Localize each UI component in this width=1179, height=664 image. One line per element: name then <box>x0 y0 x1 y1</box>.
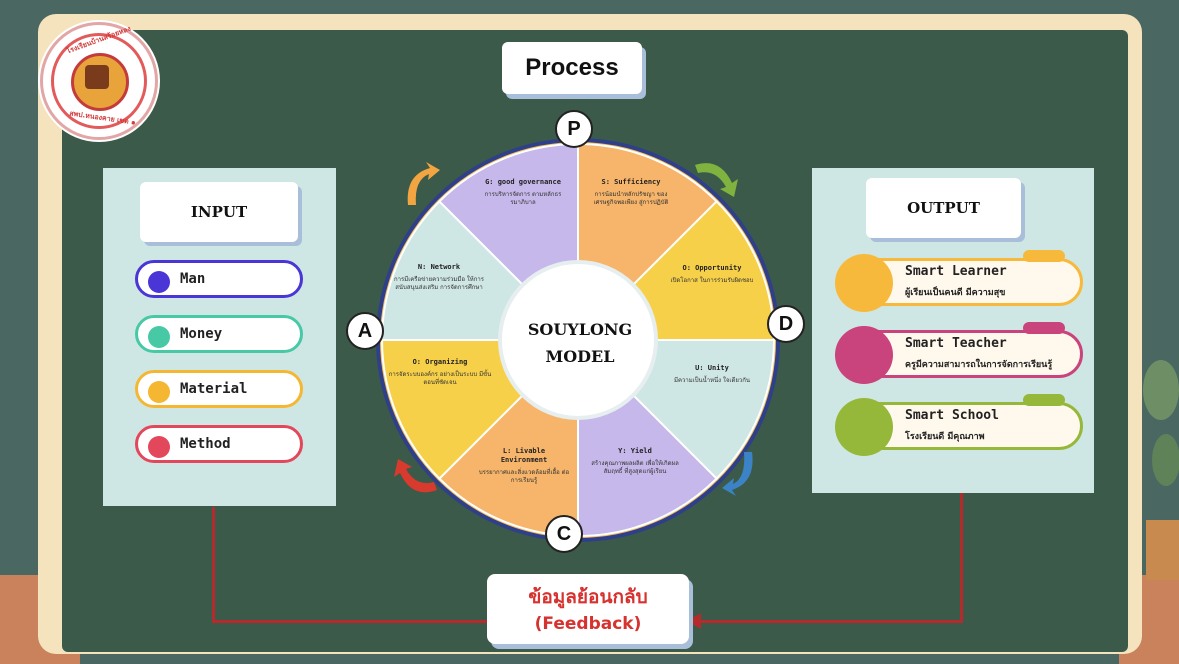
output-subtitle-teacher: ครูมีความสามารถในการจัดการเรียนรู้ <box>905 360 1053 370</box>
pdca-letter-d: D <box>767 305 805 343</box>
segment-text-u: U: Unity มีความเป็นน้ำหนึ่ง ใจเดียวกัน <box>664 364 760 385</box>
input-dot-method <box>148 436 170 458</box>
input-label-money: Money <box>180 326 223 342</box>
model-center-line1: SOUYLONG <box>527 320 633 339</box>
feedback-line-left-horizontal <box>212 620 488 623</box>
pdca-letter-c: C <box>545 515 583 553</box>
segment-text-o2: O: Organizing การจัดระบบองค์กร อย่างเป็นร… <box>388 358 492 387</box>
feedback-line-right-horizontal <box>696 620 963 623</box>
school-logo: โรงเรียนบ้านสร้อยหลง สพป.หนองคาย เขต ๑ <box>40 22 158 140</box>
segment-desc-o1: เปิดโอกาส ในการร่วมรับผิดชอบ <box>670 277 754 285</box>
feedback-line-right-vertical <box>960 493 963 622</box>
output-tag-learner <box>1023 250 1065 262</box>
segment-desc-s: การน้อมนำหลักปรัชญา ของเศรษฐกิจพอเพียง ส… <box>593 191 669 206</box>
input-item-man: Man <box>135 260 303 298</box>
feedback-label-thai: ข้อมูลย้อนกลับ <box>528 586 648 608</box>
feedback-line-left-vertical <box>212 507 215 622</box>
output-tag-school <box>1023 394 1065 406</box>
segment-text-n: N: Network การมีเครือข่ายความร่วมมือ ให้ก… <box>386 263 492 292</box>
output-subtitle-learner: ผู้เรียนเป็นคนดี มีความสุข <box>905 288 1006 298</box>
segment-text-l: L: Livable Environment บรรยากาศและสิ่งแวด… <box>478 447 570 485</box>
input-label-material: Material <box>180 381 248 397</box>
output-bar-teacher <box>855 330 1083 378</box>
segment-desc-n: การมีเครือข่ายความร่วมมือ ให้การสนับสนุน… <box>394 276 484 291</box>
feedback-box: ข้อมูลย้อนกลับ (Feedback) <box>487 574 689 644</box>
segment-title-g: G: good governance <box>485 178 561 186</box>
cycle-arrow-icon-topright <box>695 163 738 197</box>
segment-title-s: S: Sufficiency <box>601 178 661 186</box>
segment-desc-g: การบริหารจัดการ ตามหลักธรรมาภิบาล <box>484 191 562 206</box>
input-label-method: Method <box>180 436 231 452</box>
segment-title-y: Y: Yield <box>618 447 652 455</box>
plant-decoration <box>1143 360 1179 580</box>
segment-title-u: U: Unity <box>695 364 729 372</box>
cycle-arrow-icon-bottomright <box>722 452 753 496</box>
segment-title-n: N: Network <box>417 263 461 271</box>
pdca-letter-p: P <box>555 110 593 148</box>
input-dot-material <box>148 381 170 403</box>
output-item-school: Smart School โรงเรียนดี มีคุณภาพ <box>835 394 1085 456</box>
output-circle-teacher <box>835 326 893 384</box>
logo-emblem-core <box>85 65 109 89</box>
output-bar-school <box>855 402 1083 450</box>
process-title: Process <box>502 42 642 94</box>
segment-title-l: L: Livable Environment <box>500 447 548 465</box>
segment-text-y: Y: Yield สร้างคุณภาพผลผลิต เพื่อให้เกิดผล… <box>590 447 680 476</box>
model-center-title: SOUYLONG MODEL <box>510 316 650 370</box>
feedback-arrowhead-icon <box>687 613 701 629</box>
cycle-arrow-icon-bottomleft <box>394 459 437 493</box>
souylong-wheel <box>376 138 780 542</box>
segment-desc-o2: การจัดระบบองค์กร อย่างเป็นระบบ มีขั้นตอน… <box>388 371 492 386</box>
model-center-line2: MODEL <box>545 347 615 367</box>
input-item-method: Method <box>135 425 303 463</box>
output-title: OUTPUT <box>866 178 1021 238</box>
input-dot-man <box>148 271 170 293</box>
segment-text-g: G: good governance การบริหารจัดการ ตามหลั… <box>478 178 568 207</box>
output-item-learner: Smart Learner ผู้เรียนเป็นคนดี มีความสุข <box>835 250 1085 312</box>
logo-ring <box>51 33 147 129</box>
output-title-school: Smart School <box>905 408 999 423</box>
segment-title-o1: O: Opportunity <box>682 264 742 272</box>
wheel-center-circle <box>498 260 658 420</box>
feedback-label-english: (Feedback) <box>534 614 642 634</box>
segment-title-o2: O: Organizing <box>412 358 468 366</box>
segment-text-s: S: Sufficiency การน้อมนำหลักปรัชญา ของเศร… <box>585 178 677 207</box>
output-title-learner: Smart Learner <box>905 264 1007 279</box>
input-title: INPUT <box>140 182 298 242</box>
segment-text-o1: O: Opportunity เปิดโอกาส ในการร่วมรับผิดช… <box>662 264 762 285</box>
output-subtitle-school: โรงเรียนดี มีคุณภาพ <box>905 432 985 442</box>
segment-desc-l: บรรยากาศและสิ่งแวดล้อมที่เอื้อ ต่อการเรี… <box>478 469 570 484</box>
input-item-money: Money <box>135 315 303 353</box>
pdca-letter-a: A <box>346 312 384 350</box>
output-circle-learner <box>835 254 893 312</box>
output-title-teacher: Smart Teacher <box>905 336 1007 351</box>
segment-desc-u: มีความเป็นน้ำหนึ่ง ใจเดียวกัน <box>674 377 750 385</box>
segment-desc-y: สร้างคุณภาพผลผลิต เพื่อให้เกิดผลสัมฤทธิ์… <box>591 460 679 475</box>
output-circle-school <box>835 398 893 456</box>
output-tag-teacher <box>1023 322 1065 334</box>
input-item-material: Material <box>135 370 303 408</box>
input-label-man: Man <box>180 271 206 287</box>
output-item-teacher: Smart Teacher ครูมีความสามารถในการจัดการ… <box>835 322 1085 384</box>
cycle-arrow-icon-topleft <box>407 162 440 205</box>
output-bar-learner <box>855 258 1083 306</box>
input-dot-money <box>148 326 170 348</box>
